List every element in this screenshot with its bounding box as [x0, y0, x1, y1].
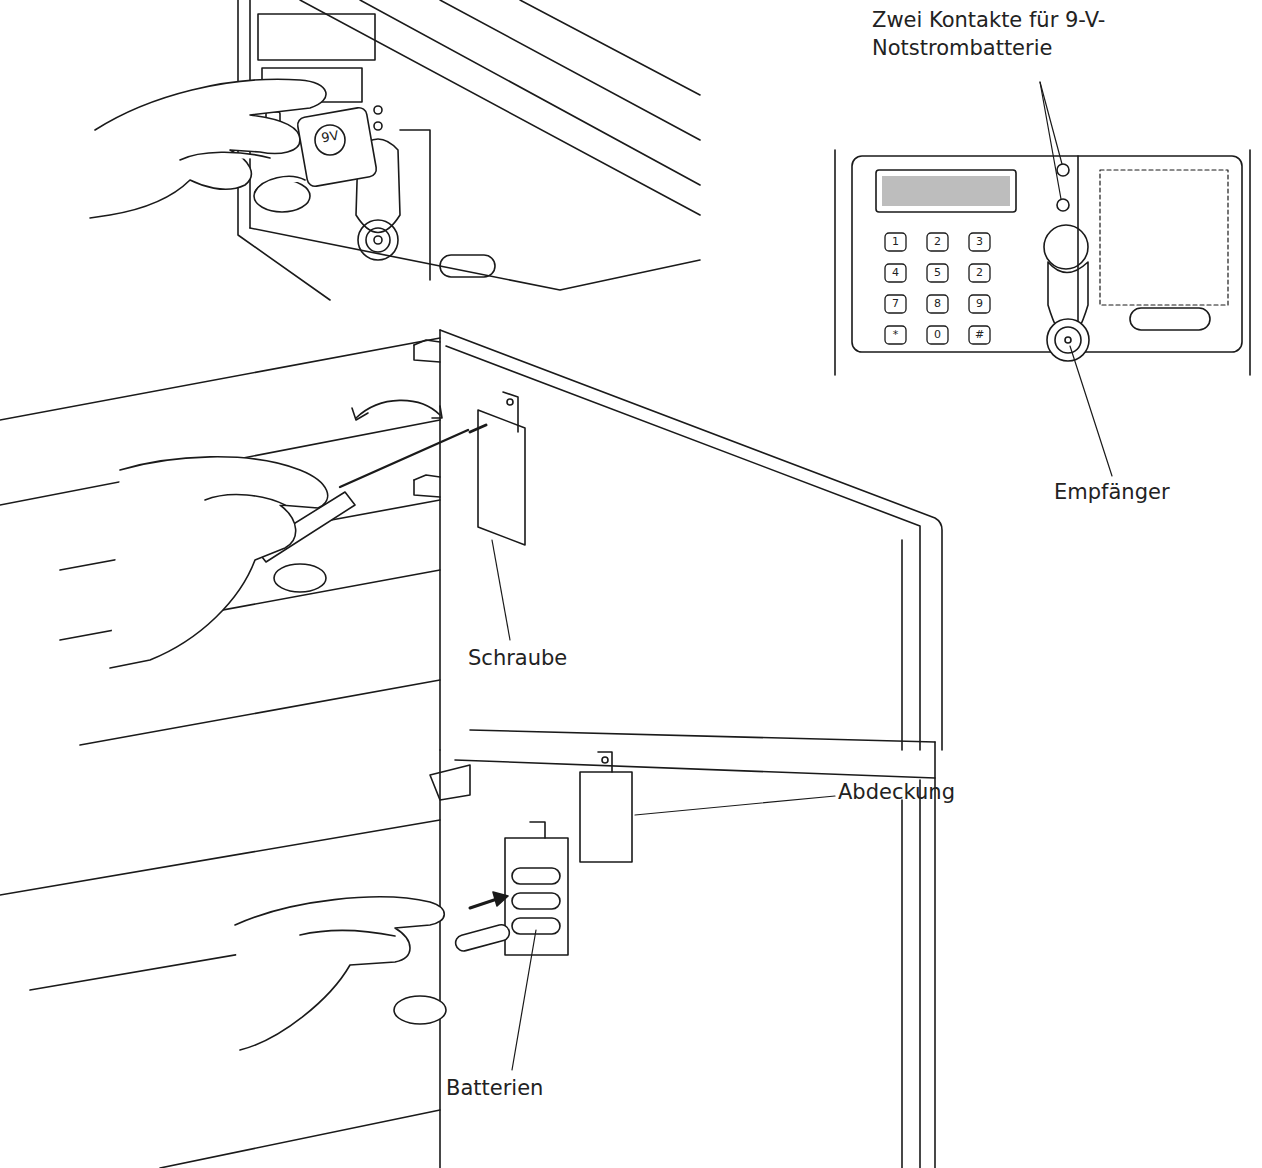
key-label: 2 — [969, 264, 991, 282]
door-bottom — [0, 730, 935, 1168]
key-label: 9 — [969, 295, 991, 313]
key-label: * — [885, 326, 907, 344]
key-label: 2 — [927, 233, 949, 251]
callout-label: Batterien — [446, 1074, 586, 1102]
key-label: 7 — [885, 295, 907, 313]
callout-label: Zwei Kontakte für 9-V-Notstrombatterie — [872, 6, 1134, 63]
door-middle — [0, 330, 942, 750]
keypad-inset — [835, 82, 1250, 476]
callout-label: Abdeckung — [838, 778, 998, 806]
key-label: 3 — [969, 233, 991, 251]
key-label: 0 — [927, 326, 949, 344]
safe-front-top — [238, 0, 700, 300]
key-label: 4 — [885, 264, 907, 282]
key-label: 8 — [927, 295, 949, 313]
key-label: # — [969, 326, 991, 344]
hand-top — [90, 79, 326, 218]
screwdriver-hand — [110, 400, 510, 668]
battery-9v — [296, 106, 377, 187]
hand-bottom — [235, 892, 511, 1050]
callout-label: Schraube — [468, 644, 608, 672]
callout-label: Empfänger — [1054, 478, 1214, 506]
key-label: 5 — [927, 264, 949, 282]
key-label: 1 — [885, 233, 907, 251]
